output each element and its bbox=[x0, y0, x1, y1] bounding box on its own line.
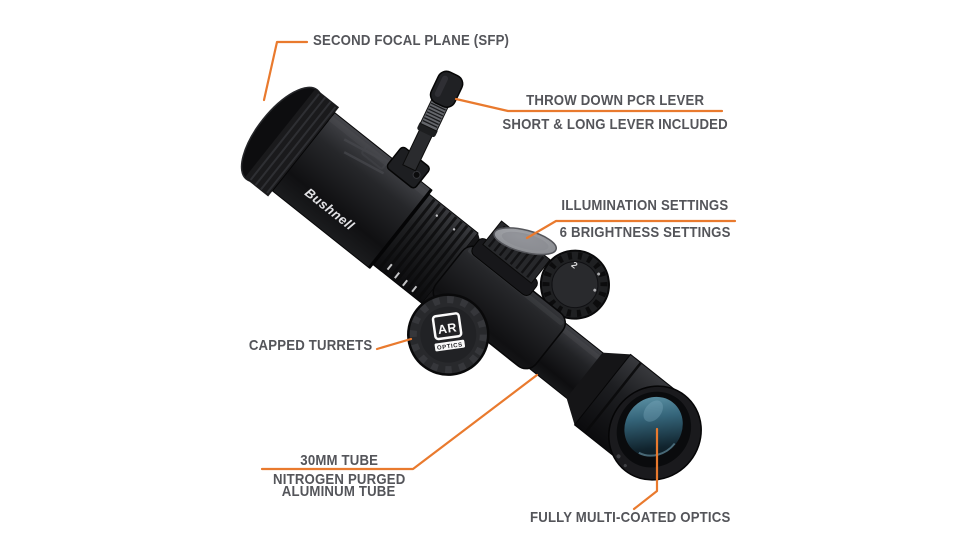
callout-label-illumination: ILLUMINATION SETTINGS bbox=[561, 197, 729, 214]
illumination-dial: 2 bbox=[539, 249, 610, 320]
callout-sublabel-tube-1: NITROGEN PURGED bbox=[272, 471, 406, 488]
bell-taper bbox=[566, 352, 631, 425]
housing-seam bbox=[367, 188, 433, 269]
throw-lever bbox=[386, 70, 464, 189]
windage-turret-cap: AR OPTICS bbox=[407, 293, 490, 376]
callout-line-illumination bbox=[525, 219, 737, 240]
lens-glass bbox=[624, 396, 683, 457]
knurl-texture bbox=[249, 93, 337, 194]
ar-optics-logo: AR OPTICS bbox=[431, 312, 466, 352]
lever-arm bbox=[402, 70, 464, 172]
callout-label-tube: 30MM TUBE bbox=[300, 452, 378, 469]
lever-cap bbox=[429, 70, 464, 108]
bell-seam bbox=[583, 361, 642, 434]
housing-sculpt-lines bbox=[343, 138, 389, 175]
callout-label-turrets: CAPPED TURRETS bbox=[248, 337, 372, 354]
callout-line-sfp bbox=[262, 40, 309, 102]
callout-sublabel-tube-2: ALUMINUM TUBE bbox=[282, 483, 396, 500]
callout-line-tube bbox=[260, 373, 539, 471]
objective-lens bbox=[608, 385, 702, 481]
callout-sublabel-illumination: 6 BRIGHTNESS SETTINGS bbox=[559, 224, 731, 241]
scope-body: Bushnell 2 bbox=[240, 86, 685, 468]
callout-line-lever bbox=[454, 97, 724, 113]
callout-label-optics: FULLY MULTI-COATED OPTICS bbox=[530, 509, 731, 526]
power-ring-ribs bbox=[378, 198, 474, 300]
dial-number: 2 bbox=[569, 260, 579, 271]
power-ring-tick-marks bbox=[386, 214, 456, 293]
callout-label-sfp: SECOND FOCAL PLANE (SFP) bbox=[313, 32, 510, 49]
top-turret bbox=[471, 220, 558, 296]
illumination-cap-top bbox=[493, 227, 558, 256]
callout-sublabel-lever: SHORT & LONG LEVER INCLUDED bbox=[502, 116, 728, 133]
callout-label-lever: THROW DOWN PCR LEVER bbox=[525, 92, 705, 109]
ar-logo-subtext: OPTICS bbox=[437, 342, 464, 352]
ar-logo-text: AR bbox=[437, 320, 458, 337]
callout-line-optics bbox=[632, 427, 659, 511]
callout-line-turrets bbox=[375, 337, 413, 351]
